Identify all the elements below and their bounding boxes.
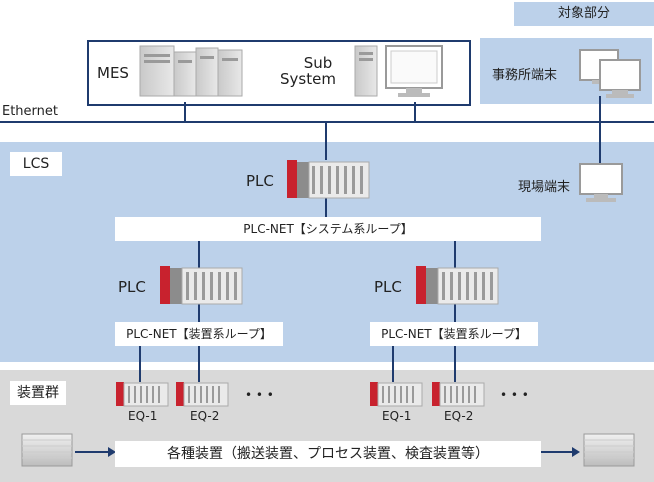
ellipsis-right: • • • [500, 388, 529, 402]
subsystem-label-line1: Sub [303, 54, 333, 72]
device-loop-bus-left: PLC-NET【装置系ループ】 [115, 322, 283, 346]
plc-top-label: PLC [246, 172, 274, 190]
field-terminal-icon [579, 163, 623, 202]
device-loop-bus-right: PLC-NET【装置系ループ】 [370, 322, 538, 346]
eq1-label-left: EQ-1 [128, 409, 158, 423]
ellipsis-left: • • • [245, 388, 274, 402]
eq2-label-right: EQ-2 [444, 409, 474, 423]
subsystem-pc-icon [354, 45, 443, 97]
plc-left-label: PLC [118, 278, 146, 296]
eq1-label-right: EQ-1 [382, 409, 412, 423]
subsystem-label-line2: System [280, 70, 336, 88]
eq2-label-left: EQ-2 [190, 409, 220, 423]
plc-unit-right-icon [416, 266, 499, 305]
mes-server-icon [139, 45, 243, 97]
ethernet-label: Ethernet [2, 104, 58, 119]
mes-label: MES [97, 64, 129, 82]
field-terminal-label: 現場端末 [518, 180, 571, 195]
plc-unit-top-icon [287, 160, 370, 199]
plc-right-label: PLC [374, 278, 402, 296]
material-stack-left-icon [21, 433, 73, 467]
material-stack-right-icon [583, 433, 635, 467]
equipment-group-label: 装置群 [10, 381, 66, 405]
eq-unit-icon [116, 382, 485, 407]
equipment-conveyor-bar: 各種装置（搬送装置、プロセス装置、検査装置等） [115, 441, 541, 467]
lcs-label: LCS [10, 152, 62, 176]
system-loop-bus: PLC-NET【システム系ループ】 [115, 217, 541, 241]
office-terminal-label: 事務所端末 [492, 68, 558, 83]
office-terminal-icon [579, 49, 641, 98]
target-scope-label: 対象部分 [514, 2, 654, 26]
plc-unit-left-icon [160, 266, 243, 305]
